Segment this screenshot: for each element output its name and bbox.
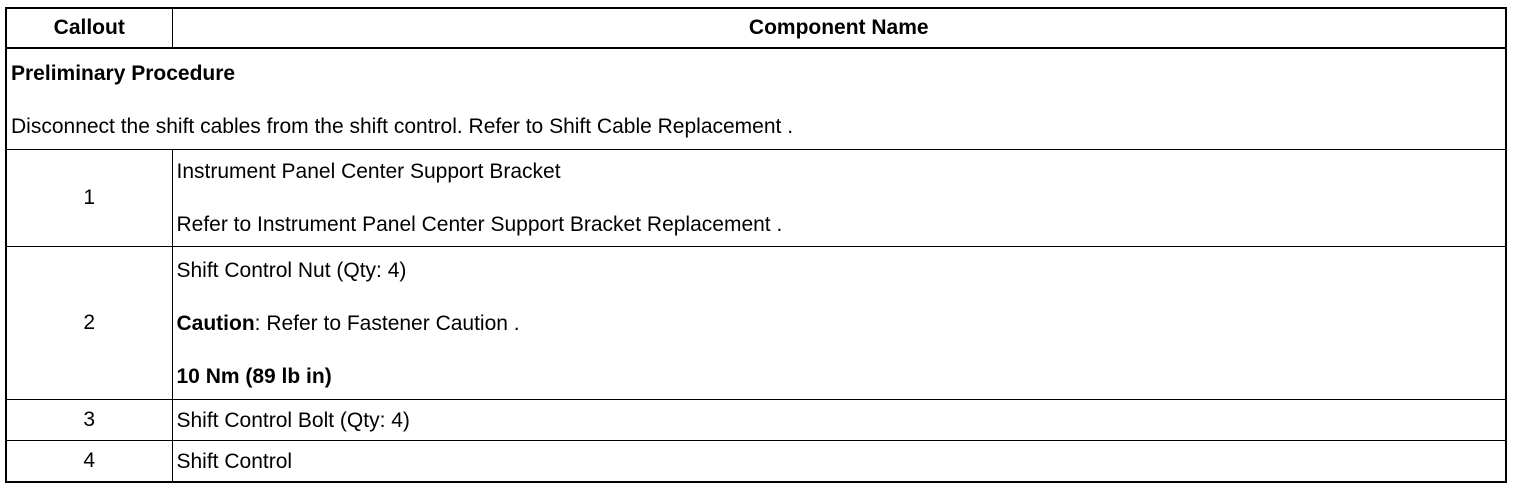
component-name: Shift Control Bolt (Qty: 4) [176,408,410,432]
procedure-table: Callout Component Name Preliminary Proce… [5,7,1507,483]
header-row: Callout Component Name [5,7,1507,49]
component-cell: Shift Control Nut (Qty: 4) Caution: Refe… [171,246,1507,400]
torque-spec: 10 Nm (89 lb in) [176,364,332,388]
table-row: 4 Shift Control [5,440,1507,483]
callout-number: 4 [5,440,173,483]
caution-line: Caution: Refer to Fastener Caution . [177,313,1502,334]
preliminary-title: Preliminary Procedure [11,62,236,85]
component-cell: Shift Control Bolt (Qty: 4) [171,399,1507,441]
component-name: Instrument Panel Center Support Bracket [176,160,561,183]
caution-label: Caution [176,311,255,335]
callout-number: 2 [5,246,173,400]
preliminary-cell: Preliminary Procedure Disconnect the shi… [5,47,1507,150]
preliminary-text: Disconnect the shift cables from the shi… [11,115,794,138]
table-row: 3 Shift Control Bolt (Qty: 4) [5,399,1507,441]
component-name-header: Component Name [171,7,1507,49]
callout-header: Callout [5,7,173,49]
callout-number: 1 [5,149,173,247]
preliminary-row: Preliminary Procedure Disconnect the shi… [5,47,1507,150]
table-row: 2 Shift Control Nut (Qty: 4) Caution: Re… [5,246,1507,400]
component-name: Shift Control Nut (Qty: 4) [176,258,407,282]
component-note: Refer to Instrument Panel Center Support… [176,213,783,236]
component-cell: Shift Control [171,440,1507,483]
component-name: Shift Control [176,449,293,473]
table-row: 1 Instrument Panel Center Support Bracke… [5,149,1507,247]
callout-number: 3 [5,399,173,441]
component-cell: Instrument Panel Center Support Bracket … [171,149,1507,247]
caution-text: : Refer to Fastener Caution . [254,311,520,335]
